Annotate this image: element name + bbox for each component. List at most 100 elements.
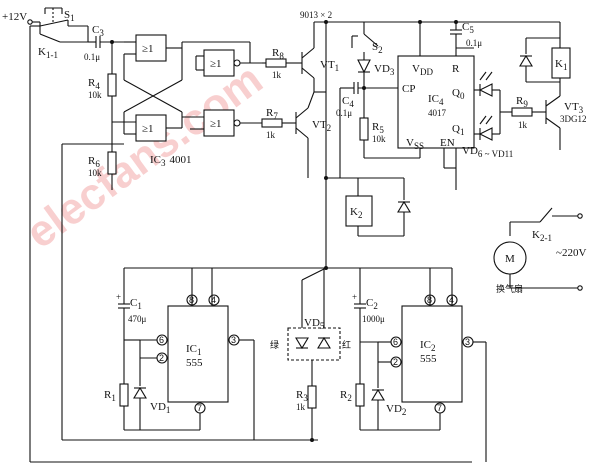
ic3-gates: ≥1 ≥1 ≥1 ≥1	[111, 34, 262, 168]
resistor-r1: R1	[104, 340, 129, 430]
svg-text:≥1: ≥1	[210, 58, 222, 70]
svg-text:≥1: ≥1	[142, 123, 154, 135]
vt2-sub: 2	[327, 123, 332, 133]
svg-text:C3: C3	[92, 24, 104, 38]
k11-label: K	[38, 46, 46, 58]
green-label: 绿	[270, 339, 279, 350]
c5-value: 0.1μ	[466, 38, 482, 48]
svg-text:R: R	[452, 63, 460, 75]
r5-label: R	[372, 121, 380, 133]
vt3-part: 3DG12	[560, 114, 587, 124]
svg-text:3: 3	[465, 337, 470, 347]
svg-text:VD6 ~ VD11: VD6 ~ VD11	[462, 145, 513, 159]
transistor-vt3: VT3 3DG12	[545, 82, 587, 150]
ic3-sub: 3	[161, 158, 166, 168]
ic1-555: IC1 555 8 4 6 2 3 7	[139, 268, 255, 440]
capacitor-c2: + C2 1000μ	[352, 268, 385, 343]
ic2-555: IC2 555 8 4 6 2 3 7	[377, 267, 487, 462]
r7-label: R	[266, 107, 274, 119]
c3-sub: 3	[99, 28, 104, 38]
svg-text:7: 7	[437, 403, 442, 413]
diode-vd2: VD2	[371, 376, 406, 430]
supply-rail: +12V	[2, 11, 40, 25]
r7-value: 1k	[266, 130, 276, 140]
svg-text:K1-1: K1-1	[38, 46, 58, 60]
vt2-label: VT	[312, 119, 327, 131]
vd5-label: VD	[304, 317, 320, 329]
svg-text:≥1: ≥1	[142, 43, 154, 55]
transistor-vt1: VT1	[301, 22, 339, 92]
resistor-r8: R8 1k	[262, 47, 302, 80]
svg-text:R9: R9	[516, 95, 528, 109]
svg-text:R3: R3	[296, 389, 308, 403]
diode-vd1: VD1	[133, 372, 170, 430]
nor-gate-3	[135, 114, 167, 142]
svg-text:2: 2	[159, 353, 164, 363]
resistor-r2: R2	[340, 342, 365, 430]
r1-label: R	[104, 389, 112, 401]
diode-vd3: VD3	[357, 59, 395, 88]
svg-text:VT3: VT3	[564, 101, 584, 115]
ic3-label: IC	[150, 154, 161, 166]
svg-text:R6: R6	[88, 155, 100, 169]
svg-text:C4: C4	[342, 95, 354, 109]
r8-label: R	[272, 47, 280, 59]
vd3-label: VD	[374, 63, 390, 75]
vd1-label: VD	[150, 401, 166, 413]
fan-label: 换气扇	[496, 283, 523, 294]
ic1-body	[167, 305, 229, 403]
svg-text:VT1: VT1	[320, 59, 339, 73]
svg-text:K2: K2	[350, 206, 362, 220]
mains-fan-section: K2-1 M ~220V 换气扇	[493, 207, 586, 294]
k1-label: K	[555, 58, 563, 70]
r6-label: R	[88, 155, 96, 167]
k2-label: K	[350, 206, 358, 218]
c2-value: 1000μ	[362, 314, 385, 324]
switch-s1: S1	[39, 7, 75, 27]
r7-sub: 7	[273, 111, 278, 121]
c3-value: 0.1μ	[84, 52, 100, 62]
svg-text:C5: C5	[462, 21, 474, 35]
vd2-label: VD	[386, 403, 402, 415]
k21-label: K	[532, 229, 540, 241]
capacitor-c1: + C1 470μ	[116, 268, 147, 341]
supply-terminal	[27, 19, 33, 25]
svg-text:Q0: Q0	[452, 87, 465, 101]
r9-sub: 9	[523, 99, 528, 109]
switch-s2: S2	[351, 22, 383, 60]
c3-label: C	[92, 24, 99, 36]
watermark: elecfans.com	[17, 55, 271, 259]
svg-text:VD5: VD5	[304, 317, 325, 331]
svg-text:IC1: IC1	[186, 343, 202, 357]
s2-label: S	[372, 41, 378, 53]
ic4-body	[397, 55, 475, 149]
s1-sub: 1	[70, 13, 75, 23]
svg-text:VDD: VDD	[412, 63, 433, 77]
nor-gate-1	[135, 34, 167, 62]
vd3-sub: 3	[390, 67, 395, 77]
mains-voltage-label: ~220V	[556, 247, 586, 259]
ic1-label: IC	[186, 343, 197, 355]
ic4-label: IC	[428, 93, 439, 105]
capacitor-c5: C5 0.1μ	[450, 21, 482, 49]
led-array-vd6-vd11: VD6 ~ VD11	[462, 71, 513, 159]
red-label: 红	[342, 339, 351, 350]
relay-k1: K1	[519, 22, 571, 83]
c5-label: C	[462, 21, 469, 33]
nor-gate-4	[203, 109, 235, 137]
vt3-label: VT	[564, 101, 579, 113]
s2-sub: 2	[378, 45, 383, 55]
transistor-vt2: VT2	[295, 91, 332, 178]
resistor-r4: R4 10k	[88, 42, 117, 108]
r9-value: 1k	[518, 120, 528, 130]
r2-label: R	[340, 389, 348, 401]
switch-k11: K1-1	[38, 26, 88, 60]
svg-text:VD2: VD2	[386, 403, 406, 417]
ic2-label: IC	[420, 339, 431, 351]
svg-text:R2: R2	[340, 389, 352, 403]
c2-label: C	[366, 297, 373, 309]
r3-label: R	[296, 389, 304, 401]
svg-text:6: 6	[159, 335, 164, 345]
